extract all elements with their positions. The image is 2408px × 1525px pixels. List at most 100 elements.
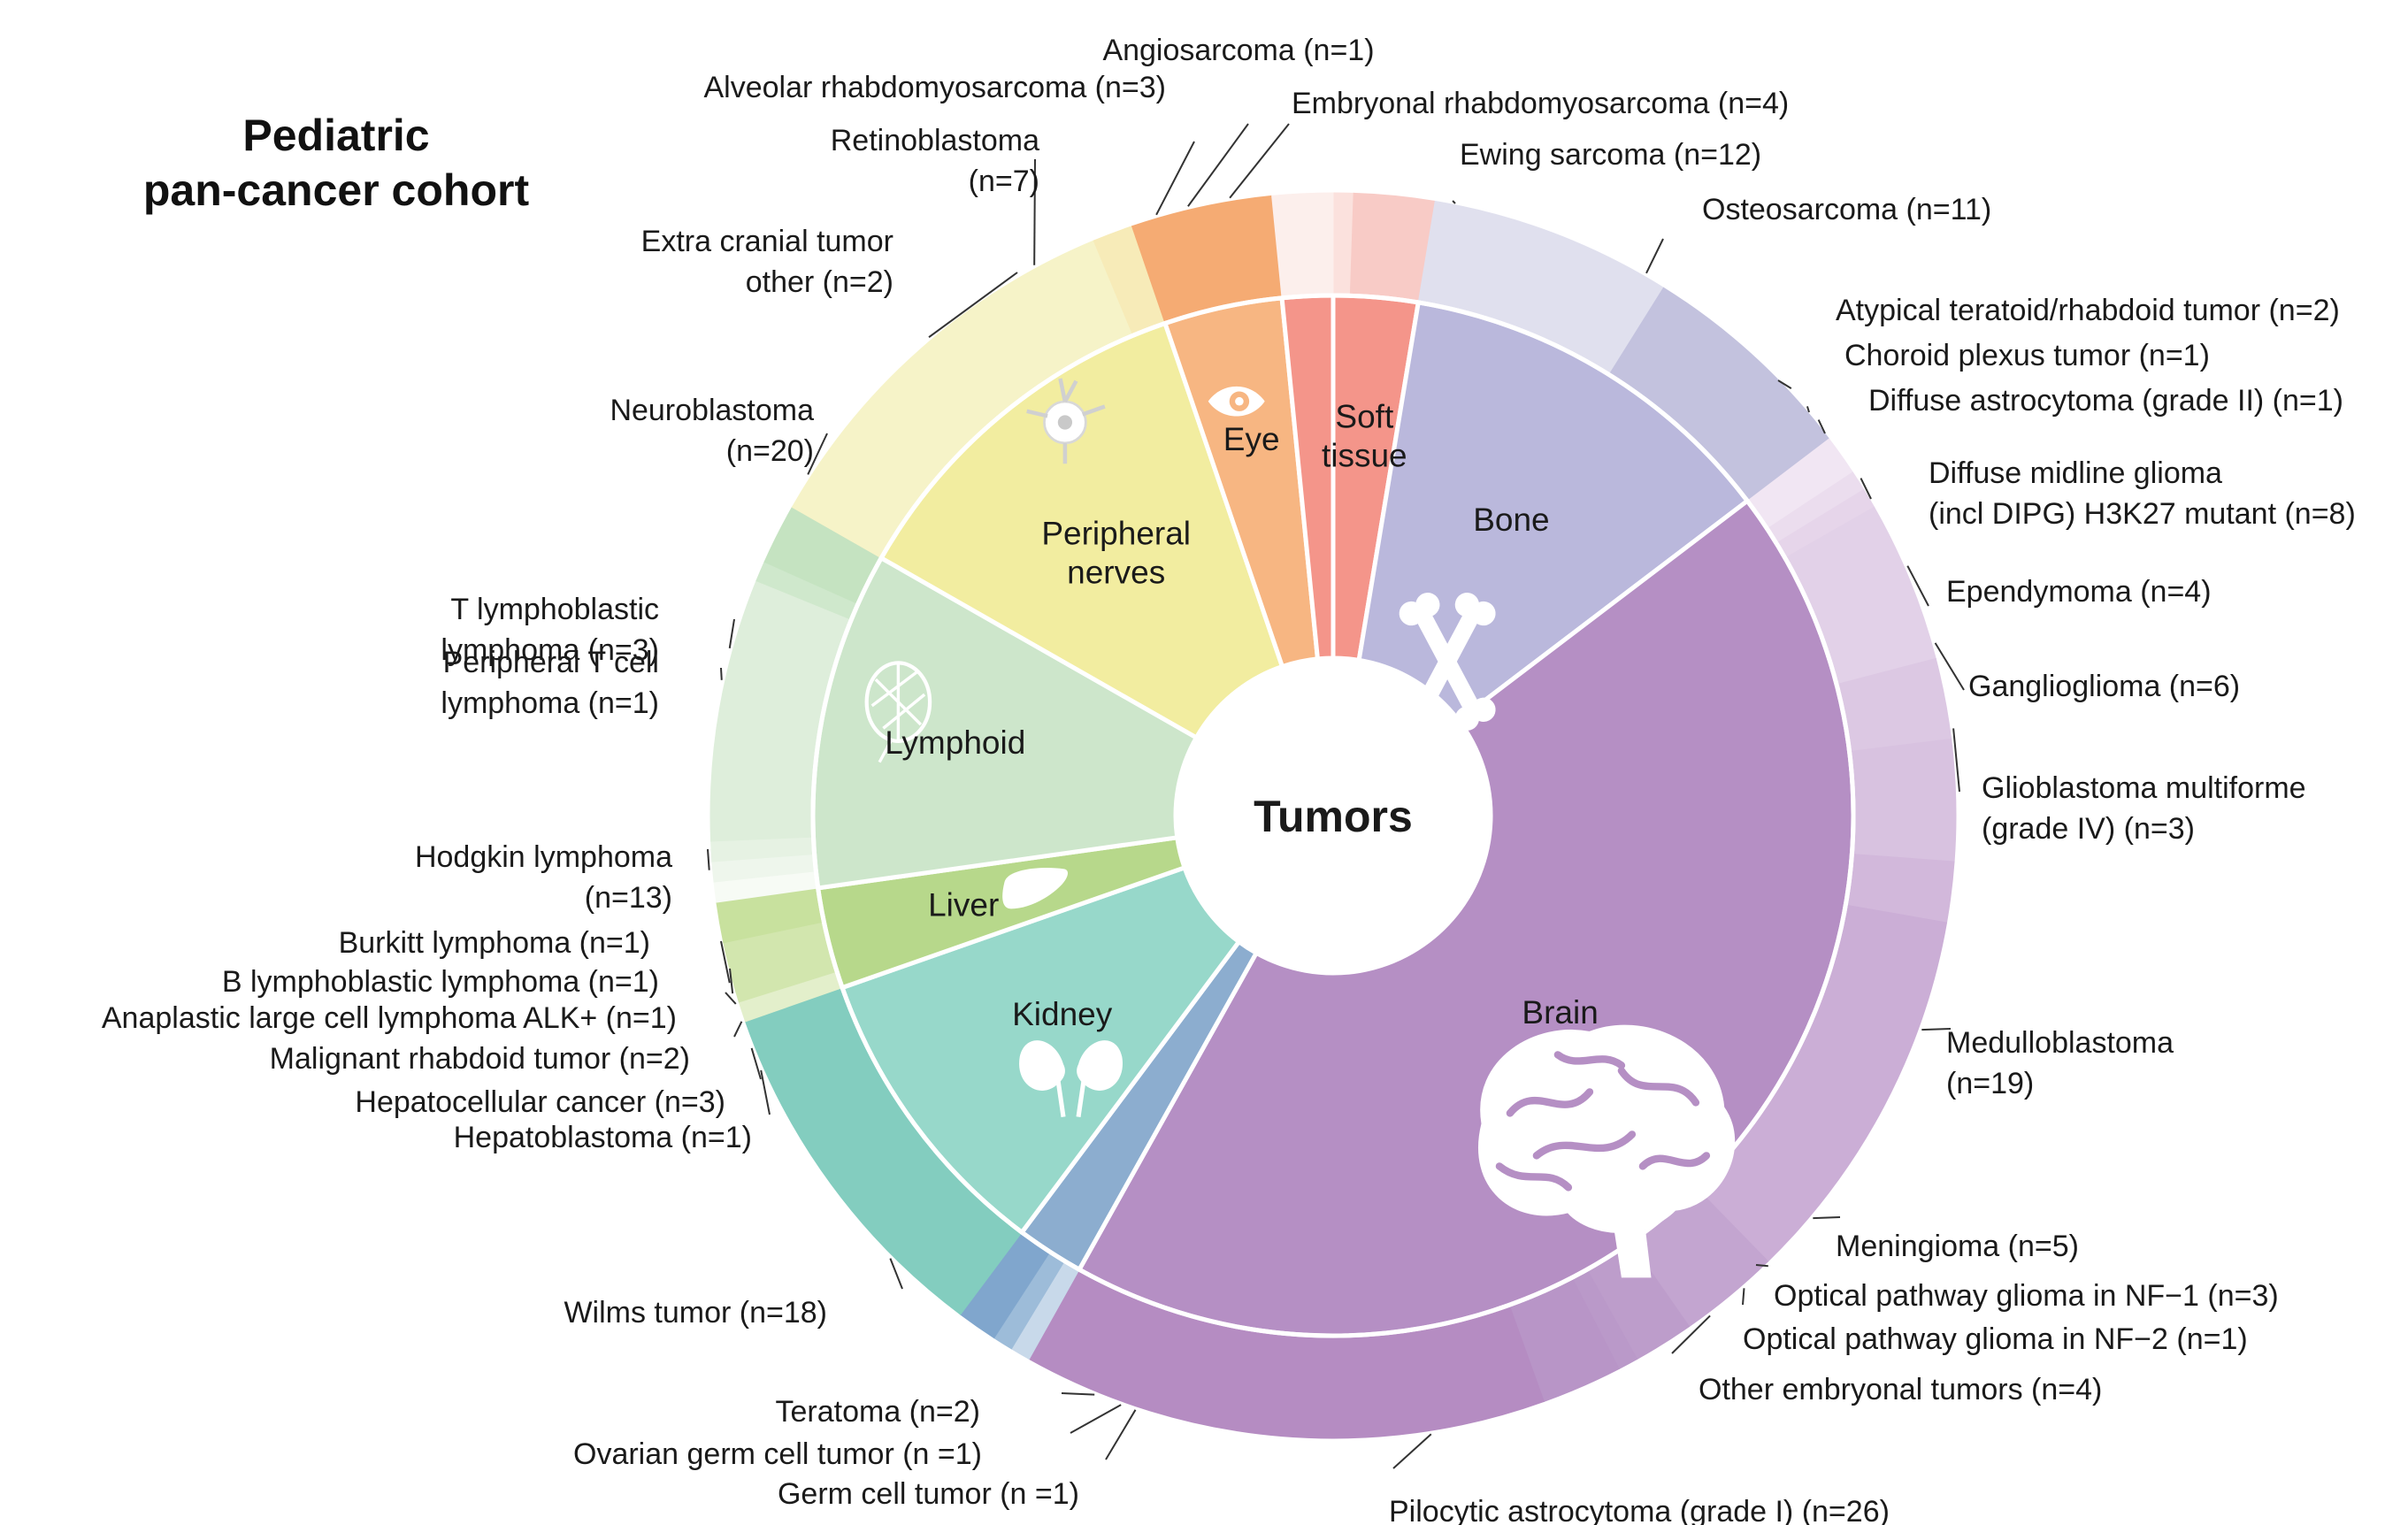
subtype-label-pa: Pilocytic astrocytoma (grade I) (n=26) — [1389, 1495, 1890, 1525]
lymph-node-icon — [864, 661, 932, 763]
subtype-label-osteo: Osteosarcoma (n=11) — [1702, 193, 1991, 226]
inner-label-brain: Brain — [1522, 994, 1598, 1031]
subtype-label-hepatob: Hepatoblastoma (n=1) — [454, 1121, 752, 1154]
inner-label-line: Lymphoid — [885, 724, 1025, 761]
inner-label-line: nerves — [1067, 554, 1165, 590]
subtype-label-ogct: Ovarian germ cell tumor (n =1) — [573, 1437, 982, 1471]
leader-line-arms — [1155, 141, 1195, 216]
subtype-label-line: Hepatocellular cancer (n=3) — [355, 1085, 725, 1119]
subtype-label-line: Hodgkin lymphoma — [415, 840, 672, 874]
subtype-label-epen: Ependymoma (n=4) — [1946, 575, 2212, 609]
kidney-icon — [1019, 1040, 1123, 1118]
leader-line-opg1 — [1755, 1264, 1768, 1268]
inner-label-line: Brain — [1522, 994, 1598, 1031]
subtype-label-line: Angiosarcoma (n=1) — [1102, 34, 1374, 67]
outer-ring — [709, 192, 1957, 1439]
subtype-label-line: other (n=2) — [746, 265, 893, 299]
subtype-label-mrt: Malignant rhabdoid tumor (n=2) — [270, 1042, 690, 1076]
leader-line-gang — [1934, 642, 1965, 691]
subtype-label-line: lymphoma (n=3) — [441, 633, 659, 667]
leader-line-medullo — [1921, 1028, 1952, 1031]
chart-title-line-2: pan-cancer cohort — [142, 165, 530, 215]
subtype-label-line: B lymphoblastic lymphoma (n=1) — [222, 965, 659, 999]
center-hole — [1176, 658, 1491, 973]
subtype-label-line: Germ cell tumor (n =1) — [778, 1477, 1079, 1511]
subtype-label-oet: Other embryonal tumors (n=4) — [1699, 1373, 2102, 1406]
leader-line-neuro — [807, 433, 828, 475]
leader-line-retino — [1033, 158, 1036, 265]
inner-label-line: Peripheral — [1041, 515, 1191, 551]
leader-line-hodgkin — [707, 848, 710, 870]
subtype-label-line: Diffuse astrocytoma (grade II) (n=1) — [1868, 384, 2343, 418]
subtype-label-line: T lymphoblastic — [450, 593, 659, 626]
leader-line-erms — [1229, 123, 1290, 199]
leader-line-atrt — [1777, 379, 1792, 389]
inner-label-eye: Eye — [1223, 421, 1280, 457]
leader-line-cpt — [1806, 406, 1810, 413]
subtype-label-terat: Teratoma (n=2) — [776, 1395, 981, 1429]
subtype-label-line: Choroid plexus tumor (n=1) — [1844, 339, 2210, 372]
inner-label-kidney: Kidney — [1012, 996, 1113, 1032]
subtype-label-ang: Angiosarcoma (n=1) — [1102, 34, 1374, 67]
subtype-label-hcc: Hepatocellular cancer (n=3) — [355, 1085, 725, 1119]
leader-line-bll — [729, 968, 734, 994]
subtype-label-line: Ewing sarcoma (n=12) — [1460, 138, 1761, 172]
inner-label-line: Eye — [1223, 421, 1280, 457]
subtype-label-opg2: Optical pathway glioma in NF−2 (n=1) — [1743, 1322, 2248, 1356]
eye-icon — [1208, 386, 1265, 417]
inner-label-line: Soft — [1335, 398, 1394, 434]
subtype-label-line: Wilms tumor (n=18) — [564, 1296, 827, 1330]
leader-line-gbm — [1952, 728, 1960, 793]
leader-line-epen — [1906, 565, 1929, 607]
leader-line-hepatob — [760, 1069, 771, 1115]
subtype-label-retino: Retinoblastoma(n=7) — [831, 124, 1039, 198]
subtype-label-line: Hepatoblastoma (n=1) — [454, 1121, 752, 1154]
subtype-label-line: (n=13) — [585, 881, 672, 915]
subtype-label-medullo: Medulloblastoma(n=19) — [1946, 1026, 2174, 1100]
subtype-label-line: Glioblastoma multiforme — [1982, 771, 2306, 805]
leader-line-mrt — [733, 1021, 743, 1038]
leader-line-pa — [1392, 1433, 1432, 1469]
inner-label-line: tissue — [1322, 437, 1407, 473]
subtype-label-gbm: Glioblastoma multiforme (grade IV) (n=3) — [1982, 771, 2306, 846]
leader-line-burkitt — [720, 940, 731, 984]
subtype-label-mening: Meningioma (n=5) — [1836, 1230, 2079, 1263]
subtype-label-line: Other embryonal tumors (n=4) — [1699, 1373, 2102, 1406]
subtype-label-line: (incl DIPG) H3K27 mutant (n=8) — [1929, 497, 2356, 531]
nerve-cell-icon — [1026, 378, 1106, 464]
subtype-label-line: lymphoma (n=1) — [441, 686, 659, 720]
subtype-label-atrt: Atypical teratoid/rhabdoid tumor (n=2) — [1836, 294, 2340, 327]
subtype-label-dmg: Diffuse midline glioma (incl DIPG) H3K27 … — [1929, 456, 2356, 531]
subtype-labels: Angiosarcoma (n=1)Embryonal rhabdomyosar… — [102, 34, 2356, 1525]
subtype-label-hodgkin: Hodgkin lymphoma (n=13) — [415, 840, 672, 915]
leader-line-oet — [1671, 1314, 1711, 1354]
subtype-label-line: (n=7) — [969, 165, 1039, 198]
leader-line-osteo — [1645, 238, 1664, 274]
ring-separator — [810, 293, 1856, 1338]
inner-label-line: Kidney — [1012, 996, 1113, 1032]
subtype-label-alcl: Anaplastic large cell lymphoma ALK+ (n=1… — [102, 1001, 677, 1035]
leader-line-opg2 — [1742, 1288, 1745, 1306]
leader-line-tll — [728, 618, 735, 648]
subtype-label-line: Pilocytic astrocytoma (grade I) (n=26) — [1389, 1495, 1890, 1525]
subtype-label-line: (grade IV) (n=3) — [1982, 812, 2195, 846]
subtype-label-line: Teratoma (n=2) — [776, 1395, 981, 1429]
leader-line-mening — [1813, 1216, 1841, 1220]
inner-ring — [810, 293, 1856, 1338]
leader-line-gct — [1105, 1409, 1137, 1460]
leader-lines — [707, 123, 1965, 1469]
subtype-label-line: Osteosarcoma (n=11) — [1702, 193, 1991, 226]
brain-icon — [1477, 1024, 1736, 1278]
subtype-label-line: Anaplastic large cell lymphoma ALK+ (n=1… — [102, 1001, 677, 1035]
liver-icon — [1002, 867, 1069, 909]
inner-label-line: Liver — [928, 887, 999, 923]
subtype-label-line: Optical pathway glioma in NF−1 (n=3) — [1774, 1279, 2279, 1313]
subtype-label-line: Malignant rhabdoid tumor (n=2) — [270, 1042, 690, 1076]
subtype-label-line: Diffuse midline glioma — [1929, 456, 2222, 490]
chart-title-line-1: Pediatric — [242, 111, 430, 160]
inner-label-lymphoid: Lymphoid — [885, 724, 1025, 761]
